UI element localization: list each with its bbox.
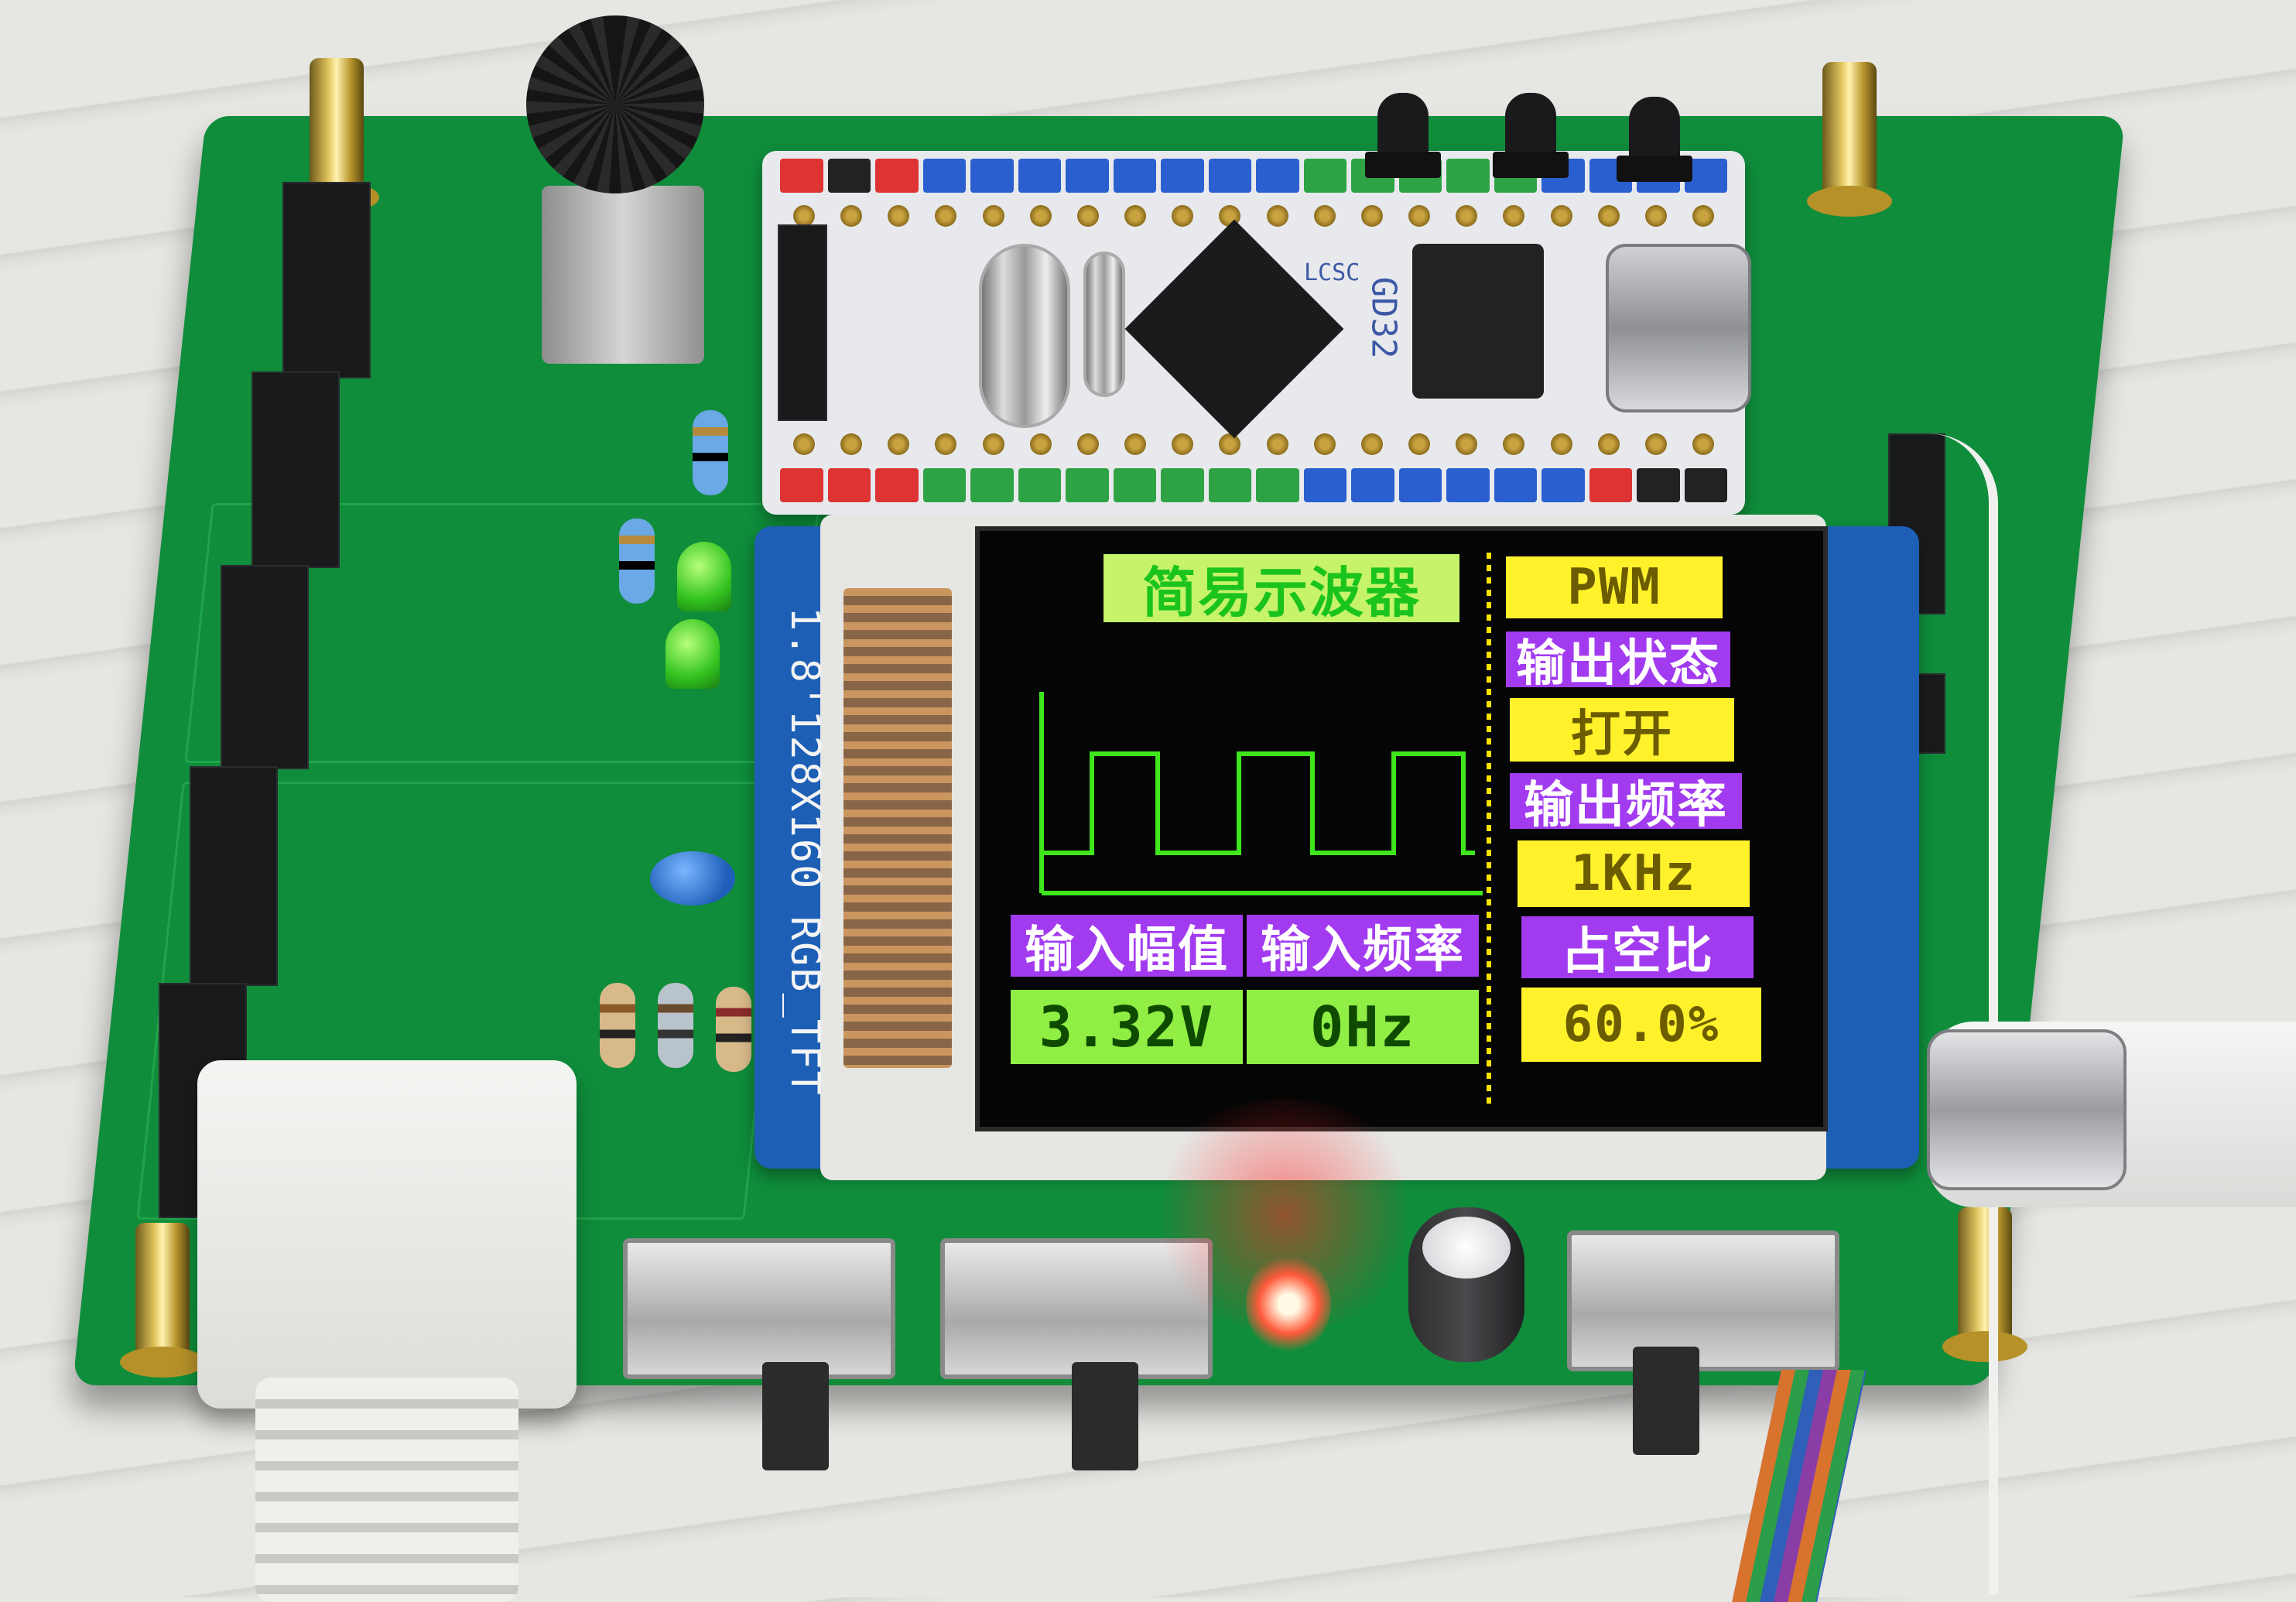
brass-standoff-bottom-right: [1942, 1207, 2027, 1362]
resistor-a: [600, 983, 635, 1068]
brass-standoff-bottom-left: [120, 1223, 205, 1378]
tactile-button-3[interactable]: [1617, 97, 1692, 182]
usb-c-port[interactable]: [1606, 244, 1751, 412]
output-state-value: 打开: [1510, 698, 1734, 763]
mode-value: PWM: [1506, 556, 1723, 618]
green-led-2: [666, 619, 720, 689]
slide-switch-2-lever[interactable]: [1072, 1362, 1138, 1470]
electrolytic-capacitor: [1408, 1207, 1524, 1362]
mcu-core-board: GD32 LCSC: [762, 151, 1751, 515]
ceramic-capacitor: [650, 851, 735, 905]
brass-standoff-top-left: [294, 58, 379, 213]
brass-standoff-top-right: [1807, 62, 1892, 217]
output-freq-label: 输出频率: [1510, 773, 1742, 834]
mcu-marking: GD32: [1364, 276, 1404, 359]
white-probe-wire: [1927, 433, 1998, 1594]
resistor-c: [716, 987, 751, 1072]
screen-divider: [1487, 553, 1491, 1110]
pin-header-swd: [778, 224, 827, 421]
screen-title: 简易示波器: [1104, 554, 1459, 625]
resistor-r15: [619, 519, 655, 604]
crystal-small: [1083, 252, 1125, 397]
encoder-knob[interactable]: [526, 15, 704, 193]
bnc-connector-housing: [197, 1060, 577, 1409]
crystal-large: [979, 244, 1070, 428]
ribbon-cable: [1732, 1370, 1867, 1602]
tactile-button-2[interactable]: [1493, 93, 1569, 178]
slide-switch-3[interactable]: [1567, 1231, 1839, 1371]
output-state-label: 输出状态: [1506, 632, 1730, 693]
tft-flex-cable: [843, 588, 952, 1068]
encoder-body: [542, 186, 704, 364]
green-led-1: [677, 542, 731, 611]
usb-c-plug: [1927, 1029, 2127, 1190]
tft-screen: 简易示波器 PWM 输出状态 打开 输出频率 1KHz 占空比 60.0% 输入…: [975, 526, 1828, 1131]
red-led: [1246, 1254, 1331, 1354]
female-header-h5: [251, 371, 340, 568]
resistor-b: [658, 983, 693, 1068]
female-header-h6: [282, 182, 371, 378]
duty-label: 占空比: [1521, 916, 1754, 981]
input-amp-value: 3.32V: [1011, 990, 1243, 1064]
waveform-trace: [1042, 751, 1475, 855]
lcsc-logo: LCSC: [1304, 259, 1360, 286]
female-header-h3: [190, 766, 278, 986]
slide-switch-1[interactable]: [623, 1238, 895, 1379]
reset-button-housing[interactable]: [1412, 244, 1544, 399]
waveform-plot: [1039, 692, 1483, 895]
mcu-chip: [1124, 219, 1344, 439]
input-freq-value: 0Hz: [1247, 990, 1479, 1064]
duty-value: 60.0%: [1521, 988, 1761, 1062]
slide-switch-3-lever[interactable]: [1633, 1347, 1699, 1455]
slide-switch-1-lever[interactable]: [762, 1362, 829, 1470]
tactile-button-1[interactable]: [1365, 93, 1441, 178]
input-amp-label: 输入幅值: [1011, 915, 1243, 979]
output-freq-value: 1KHz: [1518, 840, 1750, 907]
bnc-connector-thread[interactable]: [255, 1378, 518, 1602]
tft-module-label: 1.8'128X160 RGB_TFT: [782, 606, 828, 1097]
resistor-r2: [693, 410, 728, 495]
input-freq-label: 输入频率: [1247, 915, 1479, 979]
female-header-h4: [221, 565, 309, 769]
